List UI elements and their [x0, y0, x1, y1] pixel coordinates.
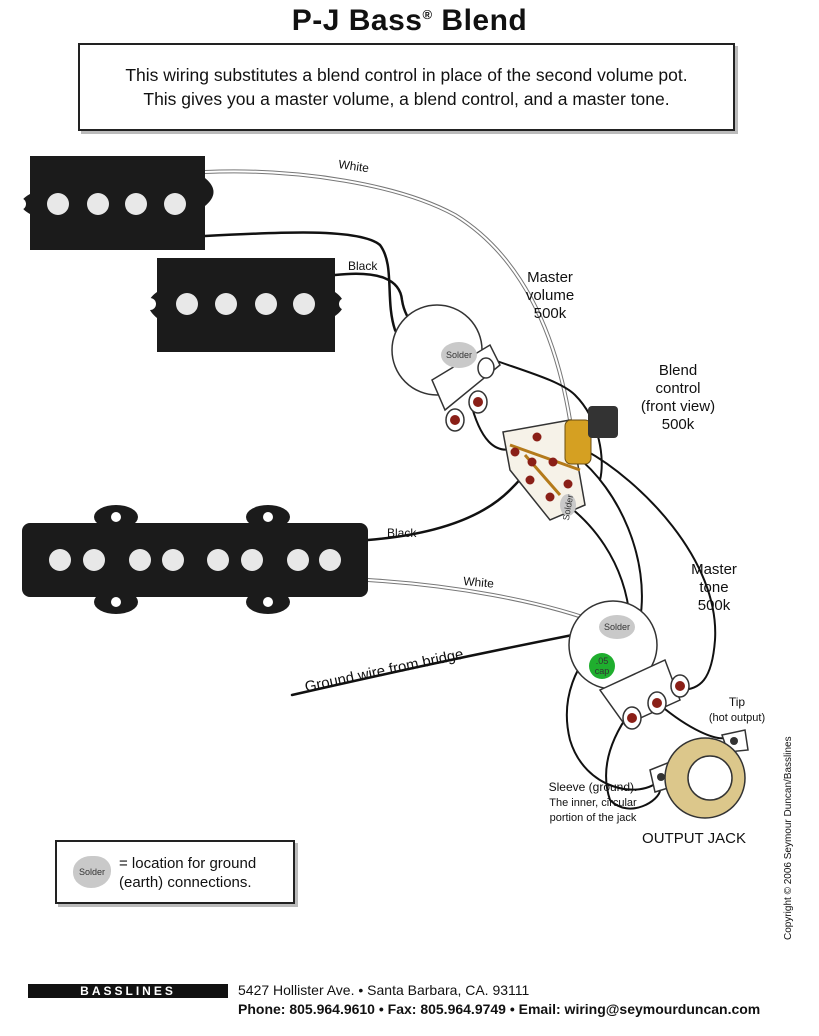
cap-label-1: .05 — [596, 656, 609, 666]
label-master-tone-1: Master — [691, 561, 737, 578]
legend-box: Solder = location for ground (earth) con… — [55, 840, 295, 904]
label-master-tone-2: tone — [699, 579, 728, 596]
label-black-top: Black — [348, 259, 378, 273]
label-ground-wire: Ground wire from bridge — [303, 646, 465, 696]
intro-box: This wiring substitutes a blend control … — [78, 43, 735, 131]
output-jack — [649, 729, 749, 819]
solder-legend-icon: Solder — [73, 856, 111, 888]
label-tip-1: Tip — [729, 695, 746, 709]
label-master-volume-1: Master — [527, 269, 573, 286]
basslines-logo: BASSLINES — [28, 984, 228, 998]
master-volume-pot — [391, 304, 501, 432]
wire-ground — [290, 628, 600, 697]
label-output-jack: OUTPUT JACK — [642, 830, 746, 847]
blend-control-pot — [502, 406, 618, 521]
label-master-volume-3: 500k — [534, 305, 567, 322]
label-blend-2: control — [655, 380, 700, 397]
label-master-tone-3: 500k — [698, 597, 731, 614]
label-white-top: White — [338, 157, 371, 175]
page-title: P-J Bass® Blend — [291, 4, 528, 37]
label-tip-2: (hot output) — [709, 712, 765, 724]
legend-line-1: = location for ground — [119, 855, 257, 872]
solder-volume: Solder — [446, 350, 472, 360]
cap-label-2: cap — [595, 666, 610, 676]
p-pickup-upper — [14, 156, 226, 250]
label-sleeve-1: Sleeve (ground). — [549, 780, 638, 794]
label-blend-4: 500k — [662, 416, 695, 433]
label-sleeve-2: The inner, circular — [549, 797, 637, 809]
solder-blend: Solder — [561, 494, 575, 521]
legend-text: = location for ground (earth) connection… — [119, 854, 256, 892]
label-black-mid: Black — [387, 526, 417, 540]
master-tone-pot — [568, 600, 690, 730]
label-blend-1: Blend — [659, 362, 697, 379]
label-white-mid: White — [463, 574, 495, 591]
j-pickup — [22, 505, 368, 614]
label-blend-3: (front view) — [641, 398, 715, 415]
copyright: Copyright © 2006 Seymour Duncan/Bassline… — [783, 736, 794, 940]
intro-line-1: This wiring substitutes a blend control … — [125, 65, 688, 85]
footer-address: 5427 Hollister Ave. • Santa Barbara, CA.… — [238, 982, 530, 998]
label-sleeve-3: portion of the jack — [550, 812, 637, 824]
legend-line-2: (earth) connections. — [119, 874, 252, 891]
footer-contact: Phone: 805.964.9610 • Fax: 805.964.9749 … — [238, 1001, 761, 1017]
intro-line-2: This gives you a master volume, a blend … — [143, 89, 670, 109]
p-pickup-lower — [144, 258, 351, 352]
solder-tone: Solder — [604, 622, 630, 632]
label-master-volume-2: volume — [526, 287, 574, 304]
